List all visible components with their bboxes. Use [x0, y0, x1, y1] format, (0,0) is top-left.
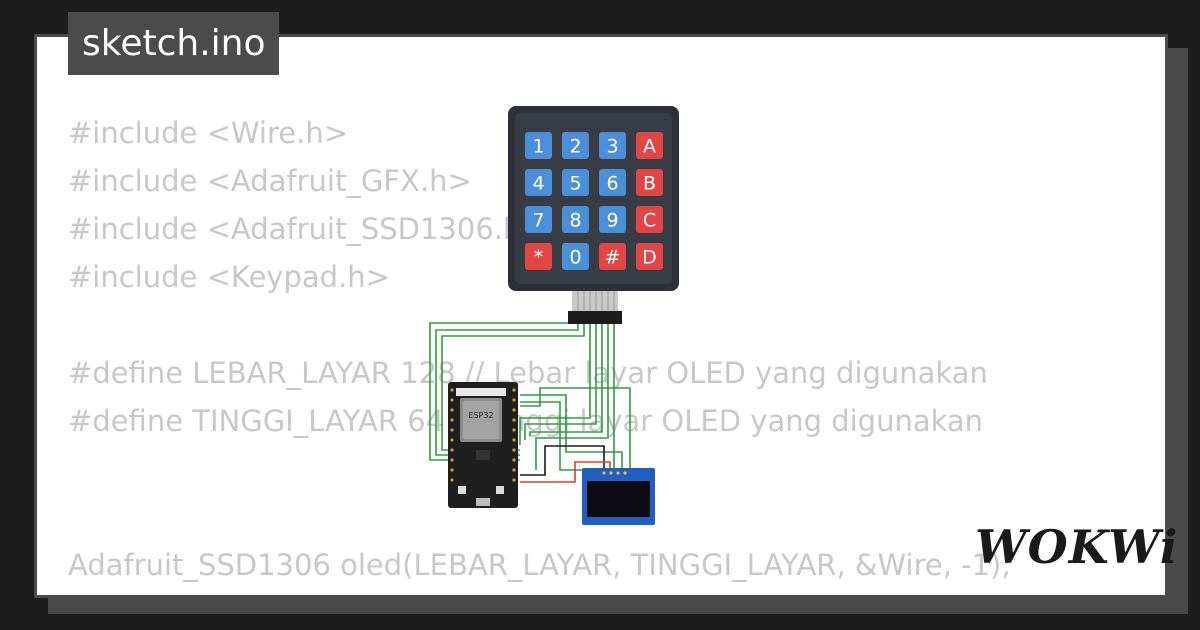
keypad-key-3: 3 [599, 132, 626, 159]
keypad-key-cap [562, 243, 589, 270]
oled-screen [587, 481, 650, 517]
wire [519, 323, 591, 445]
keypad-key-cap [599, 169, 626, 196]
keypad-key-7: 7 [525, 206, 552, 233]
wire [520, 445, 605, 476]
wire [535, 323, 609, 470]
esp32-label: ESP32 [468, 411, 493, 420]
keypad-key-B: B [636, 169, 663, 196]
keypad-key-label: 2 [569, 136, 581, 158]
wire [520, 387, 631, 470]
keypad-key-C: C [636, 206, 663, 233]
esp32-board: ESP32 [448, 382, 518, 508]
keypad-key-label: 4 [532, 173, 544, 195]
keypad-key-label: 8 [569, 210, 581, 232]
keypad-key-8: 8 [562, 206, 589, 233]
keypad-key-cap [525, 132, 552, 159]
keypad-key-cap [599, 243, 626, 270]
keypad-key-cap [562, 206, 589, 233]
keypad-key-label: 5 [569, 173, 581, 195]
keypad-key-A: A [636, 132, 663, 159]
keypad: 1 2 3 A 4 5 6 B 7 8 9 C * 0 # D [508, 106, 679, 324]
keypad-key-9: 9 [599, 206, 626, 233]
file-title: sketch.ino [68, 12, 280, 75]
keypad-key-cap [562, 132, 589, 159]
wire [520, 401, 600, 471]
keypad-key-*: * [525, 243, 552, 270]
keypad-keys: 1 2 3 A 4 5 6 B 7 8 9 C * 0 # D [525, 132, 663, 270]
keypad-key-cap [525, 243, 552, 270]
keypad-key-label: B [643, 173, 656, 195]
wire [520, 461, 611, 483]
wokwi-logo: WOKWi [975, 520, 1179, 574]
keypad-key-label: 9 [606, 210, 618, 232]
keypad-key-1: 1 [525, 132, 552, 159]
keypad-key-label: # [605, 247, 621, 269]
usb-port [476, 498, 490, 506]
esp32-pins [450, 388, 516, 482]
keypad-key-6: 6 [599, 169, 626, 196]
keypad-key-D: D [636, 243, 663, 270]
keypad-key-cap [636, 169, 663, 196]
keypad-key-5: 5 [562, 169, 589, 196]
code-listing: #include <Wire.h> #include <Adafruit_GFX… [68, 116, 1012, 582]
keypad-key-cap [525, 206, 552, 233]
keypad-key-label: 1 [532, 136, 544, 158]
oled-display [582, 468, 655, 525]
keypad-key-cap [636, 206, 663, 233]
keypad-key-label: 3 [606, 136, 618, 158]
keypad-key-cap [525, 169, 552, 196]
keypad-key-4: 4 [525, 169, 552, 196]
keypad-key-cap [562, 169, 589, 196]
keypad-key-label: 0 [569, 247, 581, 269]
keypad-key-0: 0 [562, 243, 589, 270]
keypad-key-label: D [642, 247, 657, 269]
keypad-ribbon [572, 291, 618, 311]
keypad-key-label: 6 [606, 173, 618, 195]
keypad-key-label: * [534, 247, 544, 269]
esp32-button [496, 486, 504, 494]
keypad-key-2: 2 [562, 132, 589, 159]
esp32-antenna [456, 388, 506, 396]
keypad-key-cap [636, 132, 663, 159]
esp32-button [458, 486, 466, 494]
keypad-key-cap [636, 243, 663, 270]
keypad-key-cap [599, 206, 626, 233]
keypad-key-label: 7 [532, 210, 544, 232]
keypad-connector [568, 311, 622, 324]
wire [520, 394, 623, 470]
keypad-key-cap [599, 132, 626, 159]
keypad-key-#: # [599, 243, 626, 270]
keypad-key-label: C [643, 210, 656, 232]
keypad-key-label: A [643, 136, 656, 158]
